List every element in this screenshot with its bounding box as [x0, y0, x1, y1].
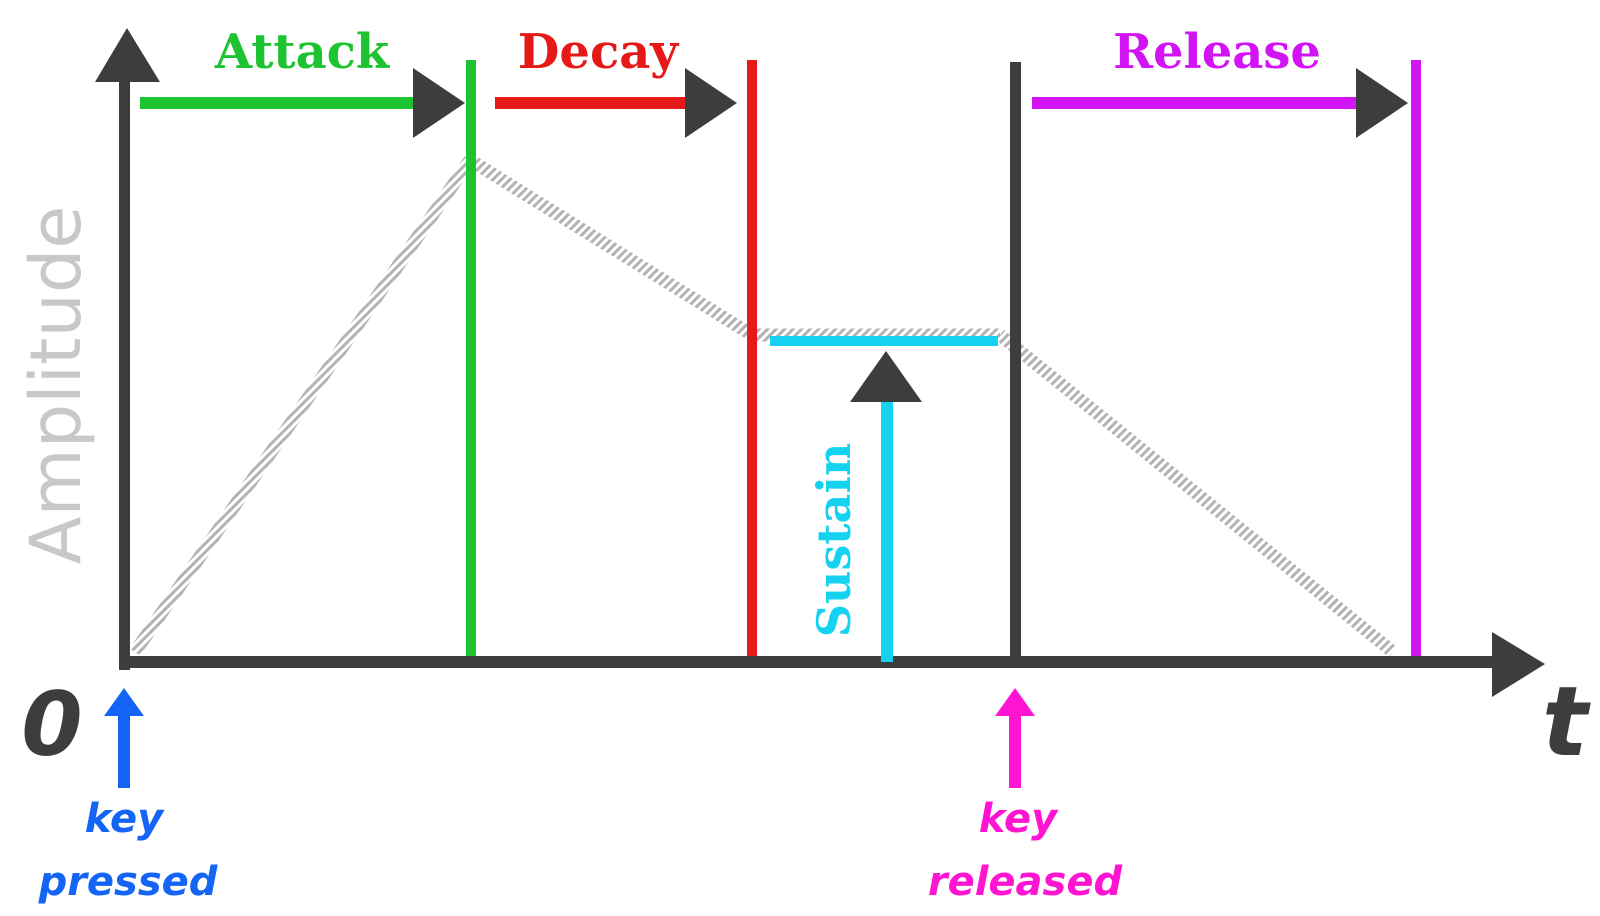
y-axis — [95, 28, 160, 670]
x-axis — [119, 632, 1545, 697]
envelope-attack-segment — [129, 156, 476, 656]
sustain-arrow — [850, 351, 922, 662]
attack-arrow-head-icon — [413, 68, 465, 138]
key-pressed-arrow-head-icon — [104, 688, 144, 716]
envelope-curve — [129, 154, 1398, 658]
release-label: Release — [1113, 24, 1321, 80]
sustain-arrow-head-icon — [850, 351, 922, 402]
x-axis-arrow-icon — [1492, 632, 1545, 697]
key-pressed-label-line1: key — [85, 796, 165, 842]
attack-arrow — [140, 68, 465, 138]
decay-end-line — [747, 60, 757, 660]
key-pressed-arrow — [104, 688, 144, 788]
decay-label: Decay — [518, 24, 680, 80]
y-axis-label: Amplitude — [15, 206, 97, 565]
x-axis-label: t — [1542, 666, 1591, 778]
sustain-level-bar — [770, 336, 998, 346]
origin-label: 0 — [21, 673, 82, 776]
key-release-line — [1010, 62, 1021, 660]
key-released-arrow-head-icon — [995, 688, 1035, 716]
decay-arrow — [495, 68, 737, 138]
attack-label: Attack — [214, 24, 391, 80]
release-arrow — [1032, 68, 1408, 138]
key-released-arrow — [995, 688, 1035, 788]
envelope-release-segment — [995, 329, 1398, 658]
release-end-line — [1411, 60, 1421, 660]
key-released-label-line2: released — [928, 859, 1123, 905]
sustain-label: Sustain — [807, 443, 861, 638]
decay-arrow-head-icon — [685, 68, 737, 138]
release-arrow-head-icon — [1356, 68, 1408, 138]
attack-end-line — [466, 60, 476, 660]
key-released-label-line1: key — [979, 796, 1059, 842]
y-axis-arrow-icon — [95, 28, 160, 82]
envelope-decay-segment — [466, 154, 756, 341]
key-pressed-label-line2: pressed — [38, 859, 218, 905]
